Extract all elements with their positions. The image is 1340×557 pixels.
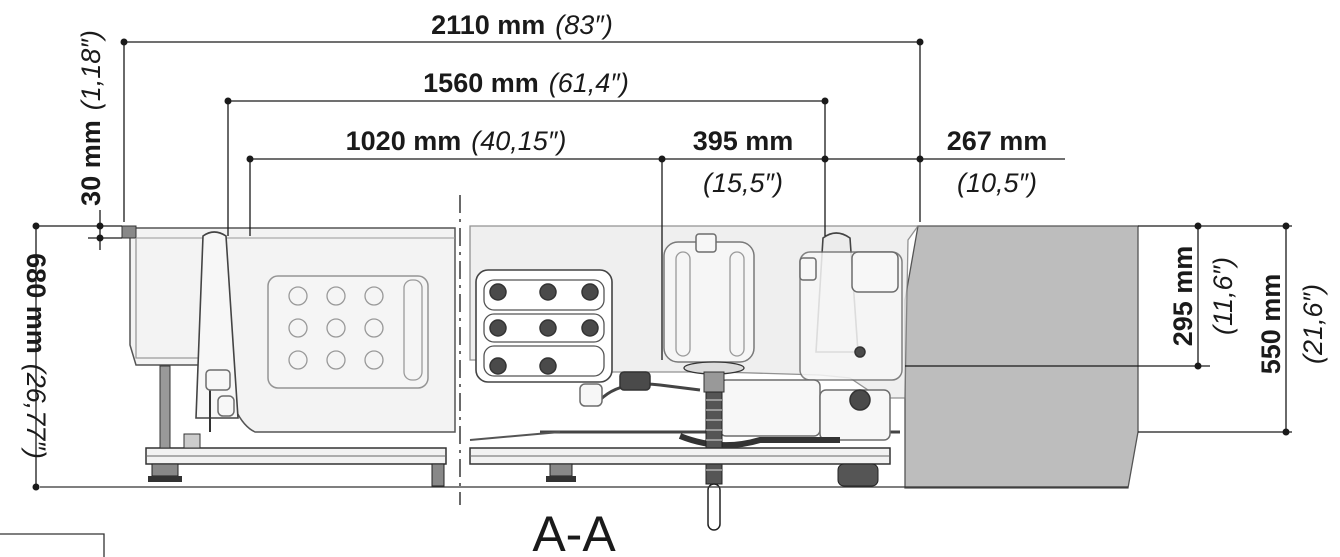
- pipework: [205, 369, 900, 449]
- dim-550-inch: (21,6″): [1298, 284, 1328, 364]
- section-label: A-A: [532, 506, 616, 557]
- partial-frame: [0, 533, 105, 557]
- dim-267-mm: 267 mm: [947, 126, 1048, 156]
- valve-manifold-right: [475, 269, 613, 383]
- left-vertical-dimensions: [32, 210, 122, 491]
- pump-motor: [799, 251, 903, 381]
- dim-295-inch: (11,6″): [1208, 257, 1238, 335]
- right-vertical-dimensions: [905, 222, 1292, 436]
- dim-1560-label: 1560 mm (61,4″): [423, 68, 629, 98]
- heater-tank: [663, 233, 755, 363]
- dim-680-label: 680 mm (26,77″): [21, 253, 51, 459]
- dim-550-mm: 550 mm: [1256, 274, 1286, 375]
- valve-manifold-left: [267, 275, 429, 389]
- base-frame: [145, 365, 891, 487]
- skirt-panel: [904, 225, 1139, 489]
- dim-30-label: 30 mm (1,18″): [76, 30, 106, 206]
- dim-395-mm: 395 mm: [693, 126, 794, 156]
- horizontal-dimensions: [120, 38, 1065, 360]
- dim-395-inch: (15,5″): [703, 168, 783, 198]
- dim-2110-label: 2110 mm (83″): [431, 10, 613, 40]
- dim-295-mm: 295 mm: [1168, 246, 1198, 347]
- dim-267-inch: (10,5″): [957, 168, 1037, 198]
- dim-1020-label: 1020 mm (40,15″): [346, 126, 567, 156]
